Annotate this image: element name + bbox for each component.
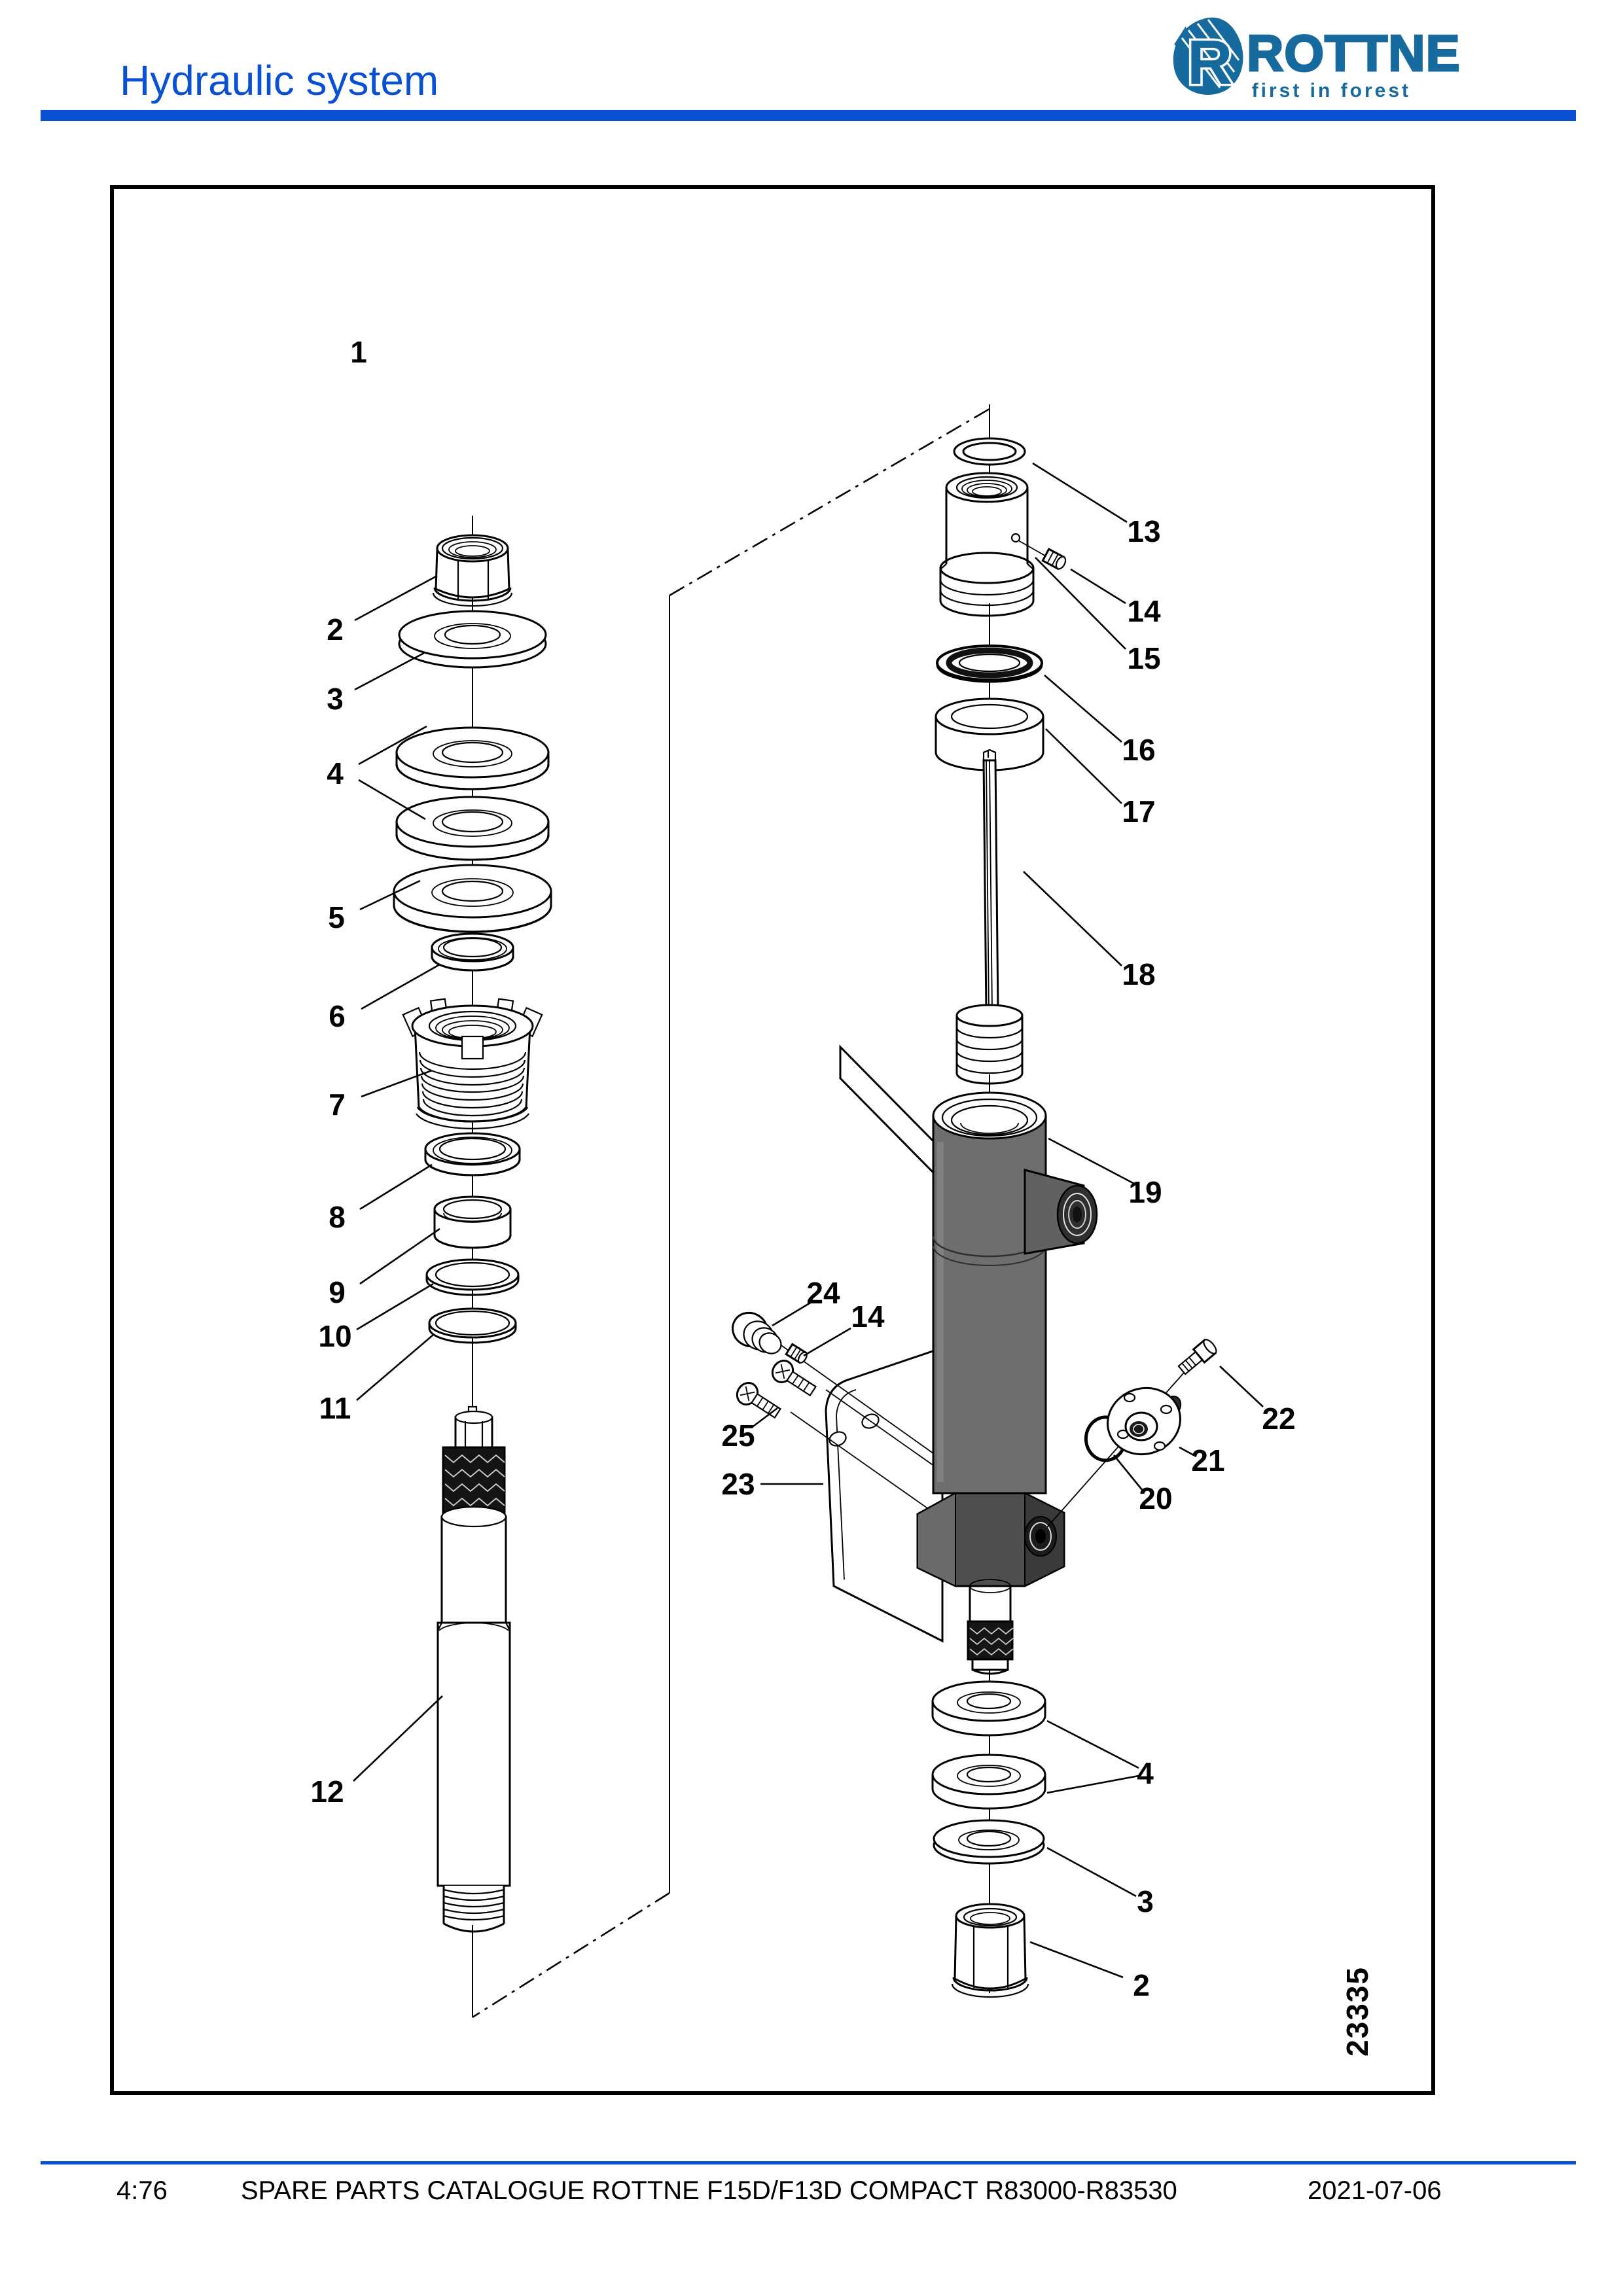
part-4-rubber-washer-lower (395, 796, 550, 861)
callout-17: 17 (1122, 794, 1155, 828)
callout-labels: 1 2 3 4 5 6 7 8 9 10 11 12 13 14 15 16 1… (310, 335, 1295, 2002)
callout-18: 18 (1122, 957, 1155, 991)
part-8-seal-ring (424, 1132, 521, 1176)
logo-brand-text: ROTTNE (1246, 24, 1461, 83)
callout-25: 25 (721, 1419, 755, 1453)
callout-3: 3 (327, 682, 344, 716)
callout-5: 5 (328, 900, 345, 934)
callout-1: 1 (350, 335, 367, 369)
callout-15: 15 (1127, 641, 1160, 675)
page-title: Hydraulic system (120, 57, 439, 104)
footer-page-number: 4:76 (116, 2176, 168, 2205)
part-2-lock-nut (432, 534, 513, 607)
part-15-piston-head (939, 472, 1035, 617)
part-21-flange-hub (1107, 1386, 1182, 1456)
footer-date: 2021-07-06 (1308, 2176, 1442, 2205)
part-19-cylinder-body (916, 1091, 1098, 1675)
part-11-back-up-ring (428, 1307, 517, 1344)
callout-16: 16 (1122, 733, 1155, 767)
figure-border (110, 185, 1435, 2095)
side-mount-assembly (1046, 1338, 1217, 1528)
callout-10: 10 (318, 1319, 351, 1353)
callout-14b: 14 (851, 1299, 885, 1333)
callout-19: 19 (1128, 1175, 1162, 1209)
part-5-support-washer (393, 864, 552, 933)
mounting-plane-outline (472, 406, 993, 2019)
part-4b-rubber-washers (931, 1680, 1046, 1810)
part-14-set-screw-top (1018, 540, 1067, 571)
callout-13: 13 (1127, 514, 1160, 548)
header-divider-bar (41, 110, 1576, 121)
part-18-damper-rod (955, 749, 1024, 1085)
callout-9: 9 (329, 1275, 346, 1309)
drawing-number: 23335 (1340, 1966, 1374, 2057)
part-7-gland-nut (402, 998, 543, 1129)
part-24-plug (732, 1311, 782, 1354)
part-17-bearing-ring (935, 698, 1044, 771)
callout-2: 2 (327, 612, 344, 646)
leader-lines (353, 462, 1264, 1979)
part-13-o-ring (953, 437, 1026, 466)
callout-7: 7 (329, 1087, 346, 1122)
callout-23: 23 (721, 1467, 755, 1501)
logo-letter: R (1187, 27, 1232, 97)
part-16-scraper-seal (936, 645, 1043, 683)
callout-6: 6 (329, 999, 346, 1033)
footer-divider-bar (41, 2161, 1576, 2164)
footer-catalogue-title: SPARE PARTS CATALOGUE ROTTNE F15D/F13D C… (241, 2176, 1177, 2205)
part-10-o-ring (425, 1258, 520, 1296)
callout-21: 21 (1191, 1443, 1224, 1477)
part-6-seal-ring (431, 932, 514, 972)
part-3b-flat-washer (933, 1819, 1045, 1865)
part-3-flat-washer (398, 610, 547, 669)
callout-4b: 4 (1137, 1756, 1154, 1790)
callout-20: 20 (1139, 1481, 1172, 1515)
part-22-bolt (1177, 1338, 1217, 1375)
callout-22: 22 (1262, 1402, 1295, 1436)
part-2b-lock-nut (951, 1903, 1029, 1998)
part-4-rubber-washer-upper (395, 726, 550, 790)
rottne-logo-icon: R (1173, 17, 1243, 100)
part-25-screws (736, 1360, 817, 1419)
logo-tagline: first in forest (1251, 80, 1411, 101)
callout-2b: 2 (1133, 1968, 1150, 2002)
callout-3b: 3 (1137, 1884, 1154, 1918)
callout-24: 24 (806, 1276, 840, 1310)
part-9-guide-bushing (433, 1195, 512, 1249)
callout-11: 11 (319, 1391, 351, 1425)
assembly-centerlines (472, 404, 990, 2017)
callout-8: 8 (329, 1200, 346, 1234)
callout-4: 4 (327, 756, 344, 790)
callout-12: 12 (310, 1775, 344, 1809)
part-12-piston-rod (437, 1405, 511, 1933)
rottne-logo: R (1173, 17, 1243, 100)
callout-14: 14 (1127, 594, 1161, 628)
